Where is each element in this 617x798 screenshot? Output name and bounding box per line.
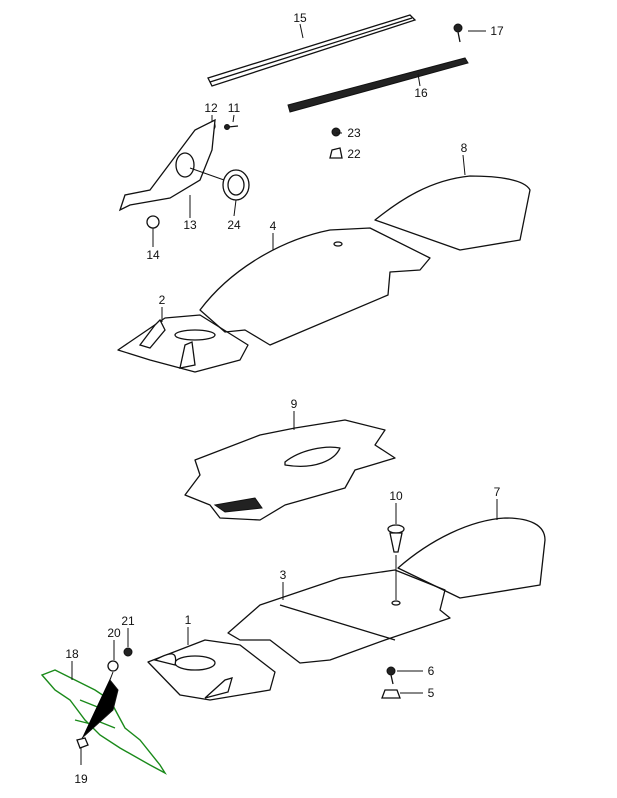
label-23: 23: [347, 126, 361, 140]
part-20-nut[interactable]: [107, 660, 119, 672]
label-8: 8: [461, 141, 468, 155]
label-6: 6: [428, 664, 435, 678]
part-10-clip[interactable]: [387, 524, 405, 600]
part-14-plug[interactable]: [146, 215, 160, 229]
part-19-clip[interactable]: [76, 737, 89, 749]
label-12: 12: [204, 101, 218, 115]
label-3: 3: [280, 568, 287, 582]
part-17-screw[interactable]: [453, 23, 463, 43]
part-13-bracket[interactable]: [118, 118, 216, 212]
part-4-carpet[interactable]: [199, 227, 431, 346]
part-5-nut[interactable]: [381, 689, 401, 699]
label-18: 18: [65, 647, 79, 661]
label-24: 24: [227, 218, 241, 232]
label-17: 17: [490, 24, 504, 38]
part-11-screw[interactable]: [224, 124, 239, 130]
label-21: 21: [121, 614, 135, 628]
part-16-sill-strip[interactable]: [287, 57, 469, 113]
leader-lines: [71, 23, 498, 765]
part-1-mat[interactable]: [147, 639, 276, 701]
label-15: 15: [293, 11, 307, 25]
label-14: 14: [146, 248, 160, 262]
label-4: 4: [270, 219, 277, 233]
part-21-screw[interactable]: [123, 647, 133, 657]
part-3-floor-carpet[interactable]: [227, 569, 451, 664]
part-18-heat-shield-highlighted[interactable]: [40, 669, 167, 775]
part-24-grommet[interactable]: [189, 167, 250, 201]
part-8-carpet[interactable]: [374, 175, 531, 251]
label-5: 5: [428, 686, 435, 700]
label-22: 22: [347, 147, 361, 161]
part-7-carpet[interactable]: [397, 517, 546, 599]
label-13: 13: [183, 218, 197, 232]
part-22-nut[interactable]: [329, 147, 343, 159]
part-9-carpet[interactable]: [184, 419, 396, 521]
label-16: 16: [414, 86, 428, 100]
label-19: 19: [74, 772, 88, 786]
part-23-screw[interactable]: [331, 127, 341, 137]
part-15-sill-strip[interactable]: [207, 14, 417, 87]
part-6-screw[interactable]: [386, 666, 396, 685]
label-7: 7: [494, 485, 501, 499]
label-1: 1: [185, 613, 192, 627]
label-11: 11: [228, 101, 241, 115]
label-2: 2: [159, 293, 166, 307]
label-9: 9: [291, 397, 298, 411]
part-2-mat[interactable]: [117, 314, 249, 373]
label-20: 20: [107, 626, 121, 640]
label-10: 10: [389, 489, 403, 503]
